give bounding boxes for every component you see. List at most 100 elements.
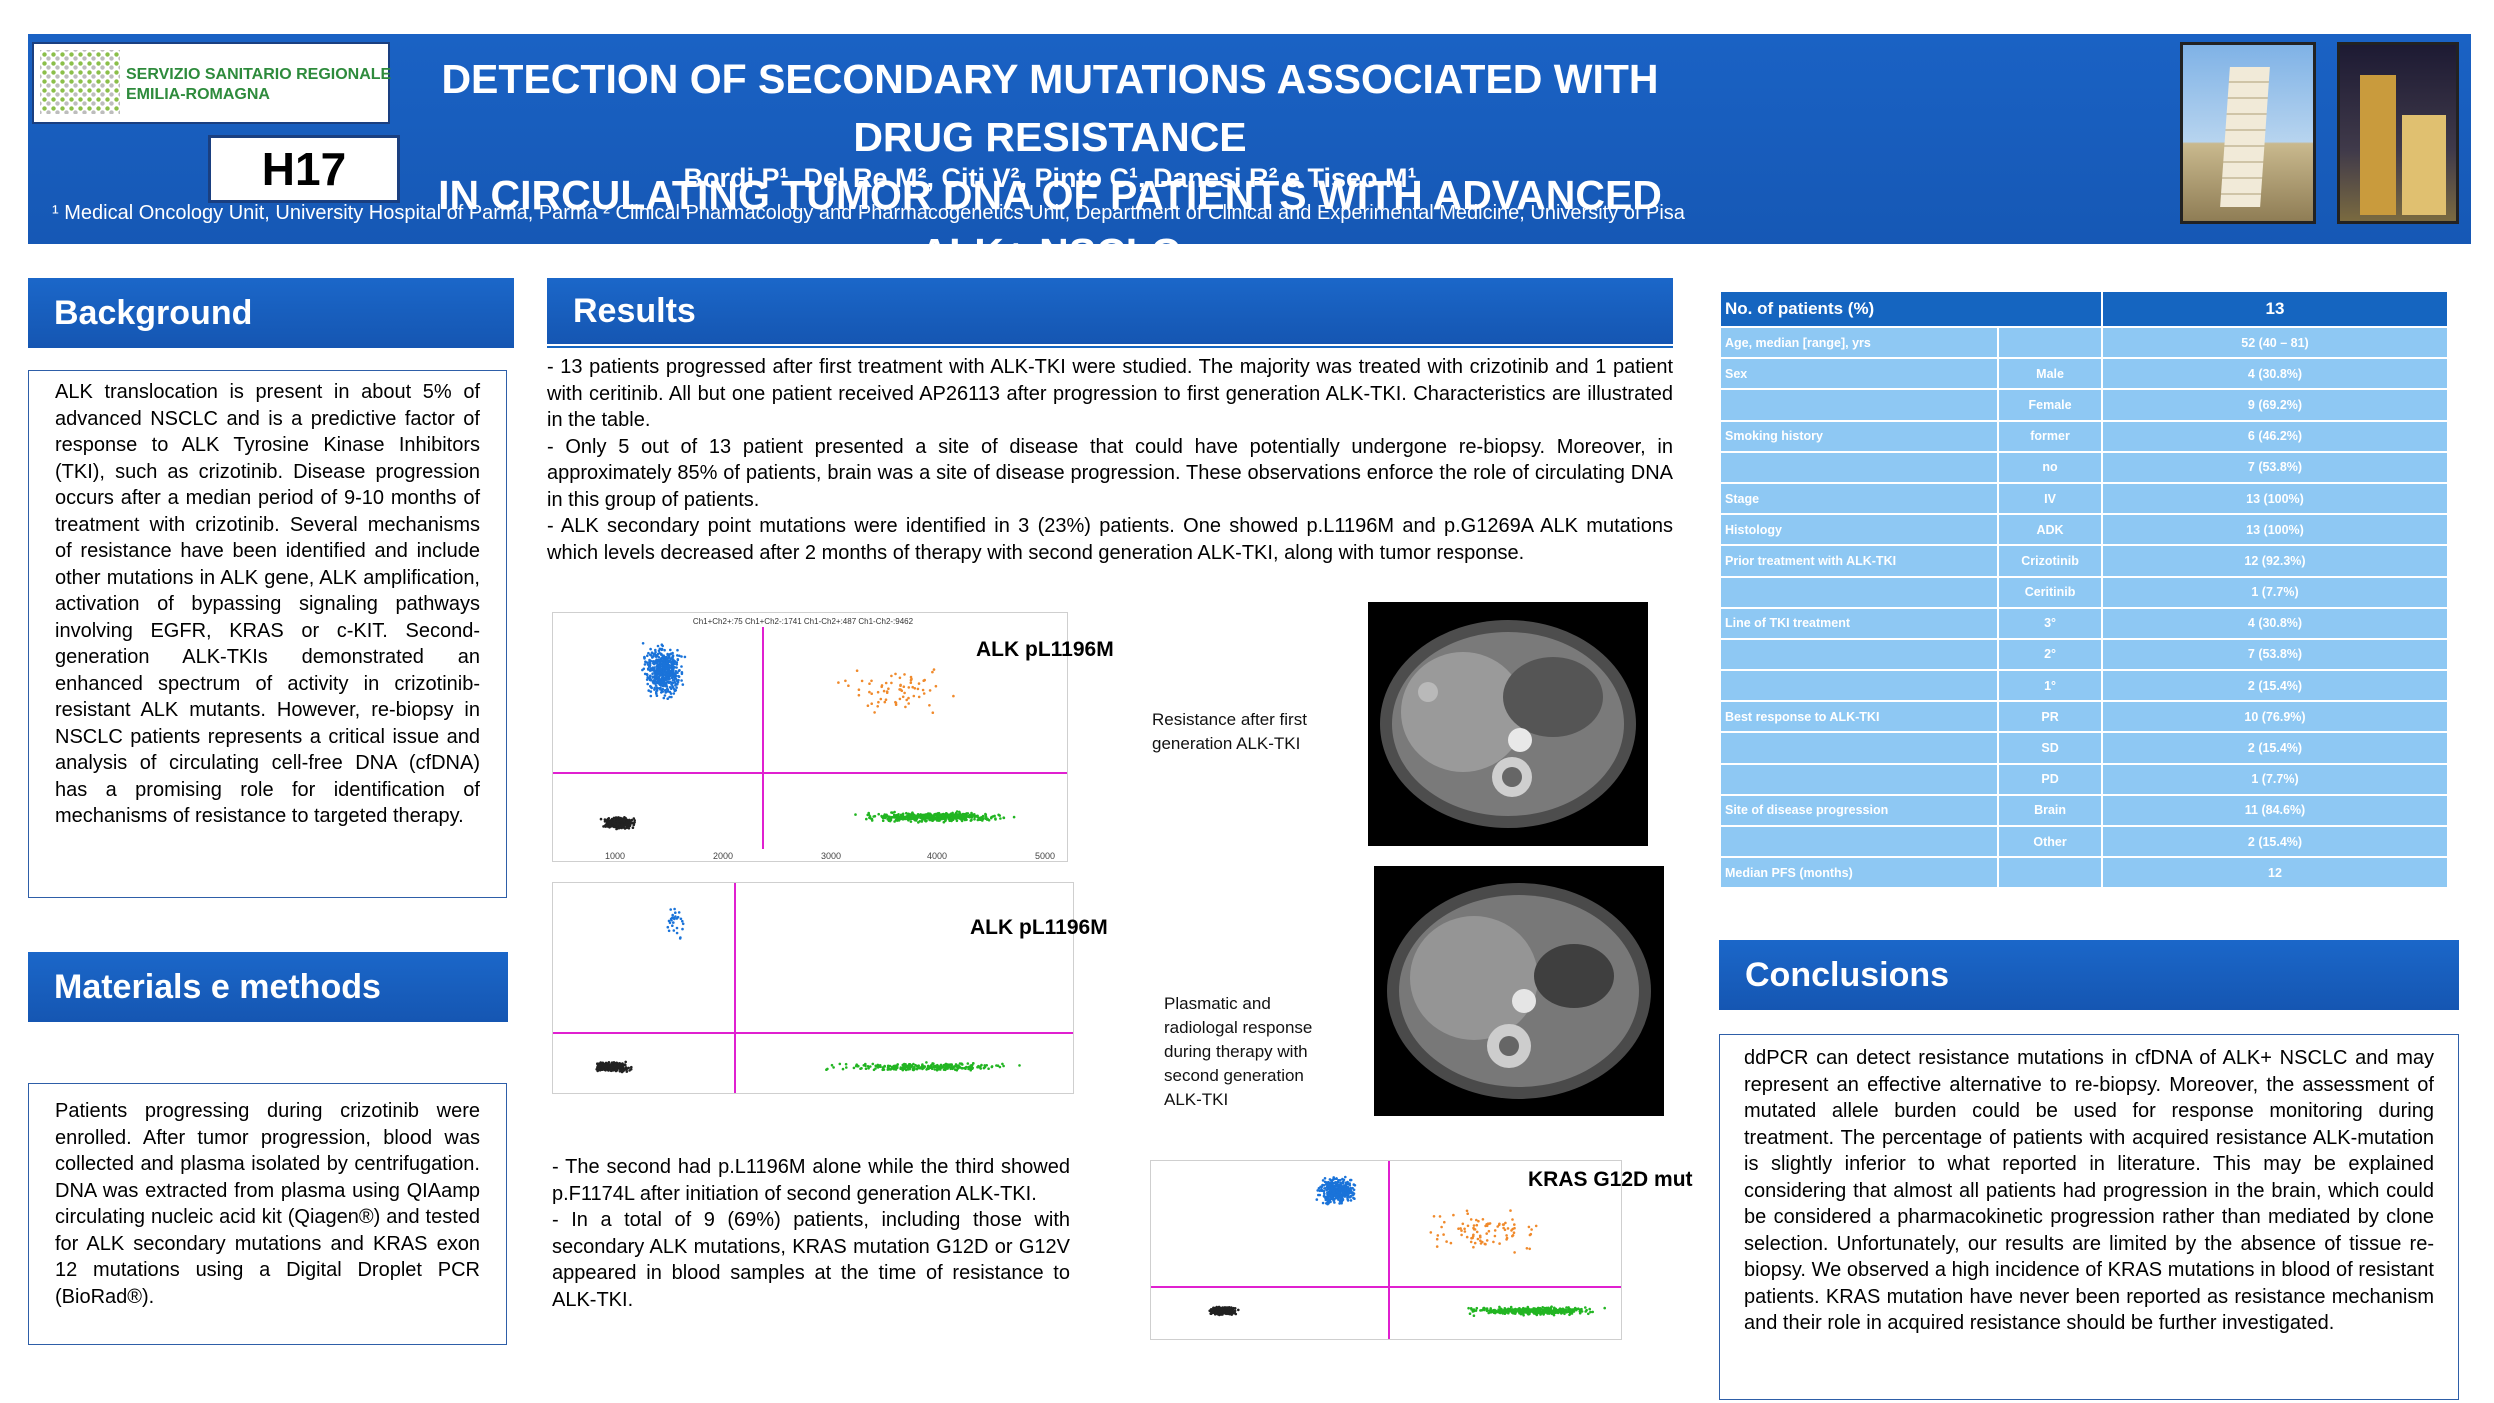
plot3-cluster-green — [1467, 1305, 1606, 1317]
table-cell-label: Sex — [1718, 357, 2000, 391]
table-cell-sub: 2° — [1997, 637, 2103, 672]
methods-box: Patients progressing during crizotinib w… — [28, 1083, 507, 1345]
results-p2: - Only 5 out of 13 patient presented a s… — [547, 435, 1673, 511]
table-cell-value: 4 (30.8%) — [2101, 606, 2449, 640]
table-cell-value: 1 (7.7%) — [2101, 575, 2449, 609]
results-text: - 13 patients progressed after first tre… — [547, 354, 1673, 566]
table-cell-value: 6 (46.2%) — [2101, 419, 2449, 453]
plot1-tick: 5000 — [1035, 851, 1055, 861]
table-cell-sub: ADK — [1997, 513, 2103, 547]
ct-caption-1: Resistance after first generation ALK-TK… — [1152, 710, 1307, 753]
table-cell-value: 52 (40 – 81) — [2101, 325, 2449, 360]
table-cell-value: 13 (100%) — [2101, 481, 2449, 516]
table-cell-label — [1718, 450, 2000, 484]
background-box: ALK translocation is present in about 5%… — [28, 370, 507, 898]
table-cell-label: Age, median [range], yrs — [1718, 325, 2000, 360]
ct-caption-2: Plasmatic and radiologal response during… — [1164, 994, 1313, 1109]
table-cell-sub — [1997, 856, 2103, 890]
table-cell-label — [1718, 388, 2000, 422]
header-banner — [28, 34, 2471, 244]
background-text: ALK translocation is present in about 5%… — [55, 381, 480, 827]
table-cell-sub: Ceritinib — [1997, 575, 2103, 609]
plot2-cluster-blue — [666, 907, 685, 940]
conclusions-heading: Conclusions — [1719, 940, 2459, 1010]
table-cell-sub: 3° — [1997, 606, 2103, 640]
table-cell-sub: Brain — [1997, 793, 2103, 828]
table-cell-label: Prior treatment with ALK-TKI — [1718, 544, 2000, 578]
table-cell-value: 12 — [2101, 856, 2449, 890]
results-p5: - In a total of 9 (69%) patients, includ… — [552, 1209, 1070, 1311]
table-cell-sub: SD — [1997, 731, 2103, 765]
table-cell-value: 10 (76.9%) — [2101, 700, 2449, 734]
logo-dot-grid — [40, 50, 120, 114]
ddpcr-plot-3 — [1150, 1160, 1622, 1340]
results-p4: - The second had p.L1196M alone while th… — [552, 1156, 1070, 1205]
table-cell-label: Stage — [1718, 481, 2000, 516]
affiliations: ¹ Medical Oncology Unit, University Hosp… — [52, 202, 1685, 224]
table-row: 2°7 (53.8%) — [1718, 637, 2449, 672]
plot3-cluster-black — [1208, 1305, 1240, 1317]
table-cell-value: 2 (15.4%) — [2101, 669, 2449, 703]
results-text-2: - The second had p.L1196M alone while th… — [552, 1154, 1070, 1313]
plot1-cluster-orange — [837, 668, 955, 714]
plot1-cluster-blue — [641, 642, 687, 700]
table-cell-sub: PD — [1997, 762, 2103, 796]
table-cell-value: 7 (53.8%) — [2101, 450, 2449, 484]
plot1-tick: 3000 — [821, 851, 841, 861]
table-cell-sub: Female — [1997, 388, 2103, 422]
table-cell-label — [1718, 762, 2000, 796]
results-heading: Results — [547, 278, 1673, 344]
plot2-label: ALK pL1196M — [970, 916, 1108, 939]
table-cell-value: 4 (30.8%) — [2101, 357, 2449, 391]
table-cell-value: 12 (92.3%) — [2101, 544, 2449, 578]
table-cell-label: Median PFS (months) — [1718, 856, 2000, 890]
table-cell-value: 1 (7.7%) — [2101, 762, 2449, 796]
table-cell-label — [1718, 824, 2000, 859]
ddpcr-plot-1: Ch1+Ch2+:75 Ch1+Ch2-:1741 Ch1-Ch2+:487 C… — [552, 612, 1068, 862]
patient-characteristics-table: No. of patients (%) 13 Age, median [rang… — [1718, 290, 2449, 890]
table-header-row: No. of patients (%) 13 — [1719, 290, 2449, 328]
table-cell-value: 13 (100%) — [2101, 513, 2449, 547]
table-cell-label — [1718, 731, 2000, 765]
table-cell-label — [1718, 575, 2000, 609]
table-cell-label: Line of TKI treatment — [1718, 606, 2000, 640]
results-p1: - 13 patients progressed after first tre… — [547, 356, 1673, 431]
plot2-cluster-black — [595, 1060, 633, 1074]
regional-health-logo: SERVIZIO SANITARIO REGIONALE EMILIA-ROMA… — [32, 42, 392, 124]
table-cell-sub: IV — [1997, 481, 2103, 516]
plot3-label: KRAS G12D mut — [1528, 1168, 1693, 1191]
results-p3: - ALK secondary point mutations were ide… — [547, 515, 1673, 564]
table-row: Median PFS (months) 12 — [1718, 856, 2449, 890]
logo-line2: EMILIA-ROMAGNA — [126, 86, 270, 103]
plot3-cluster-blue — [1315, 1175, 1357, 1206]
table-cell-value: 7 (53.8%) — [2101, 637, 2449, 672]
table-row: 1°2 (15.4%) — [1718, 669, 2449, 703]
methods-heading: Materials e methods — [28, 952, 508, 1022]
logo-line1: SERVIZIO SANITARIO REGIONALE — [126, 66, 392, 83]
title-line2: IN CIRCULATING TUMOR DNA OF PATIENTS WIT… — [438, 172, 1662, 276]
plot2-cluster-green — [825, 1061, 1021, 1072]
plot1-tick: 1000 — [605, 851, 625, 861]
table-cell-sub: former — [1997, 419, 2103, 453]
conclusions-text: ddPCR can detect resistance mutations in… — [1744, 1047, 2434, 1334]
table-cell-label: Smoking history — [1718, 419, 2000, 453]
table-cell-value: 2 (15.4%) — [2101, 731, 2449, 765]
pisa-tower-photo — [2180, 42, 2316, 224]
authors: Bordi P¹, Del Re M², Citi V², Pinto C¹, … — [683, 163, 1417, 193]
plot1-cluster-black — [599, 816, 636, 831]
table-cell-value: 9 (69.2%) — [2101, 388, 2449, 422]
methods-text: Patients progressing during crizotinib w… — [55, 1100, 480, 1308]
parma-cathedral-photo — [2337, 42, 2459, 224]
table-cell-sub: Male — [1997, 357, 2103, 391]
table-header-label: No. of patients (%) — [1719, 290, 2103, 328]
background-heading: Background — [28, 278, 514, 348]
